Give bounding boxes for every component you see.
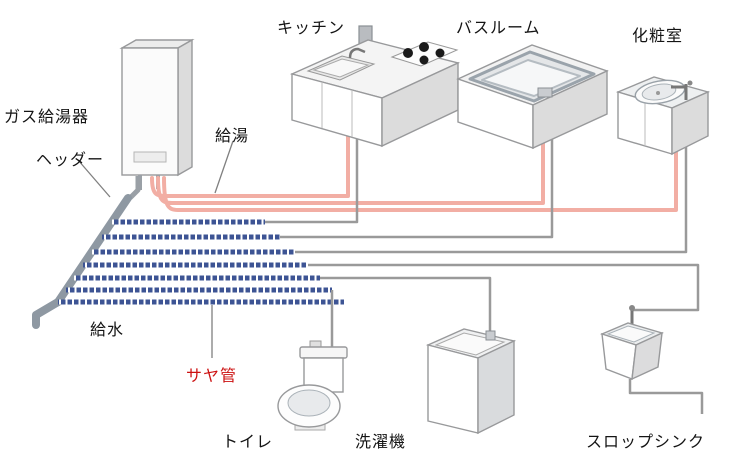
label-washing-machine: 洗濯機 [355,434,407,451]
cold-line-slop-sink [308,263,700,320]
label-bathroom: バスルーム [456,20,541,37]
header-drain-pipe [32,298,62,329]
label-sheath-pipe: サヤ管 [186,368,238,385]
burner-3 [419,55,429,65]
bathroom-unit [456,44,609,150]
gas-water-heater [119,38,195,190]
vanity-side [671,90,709,156]
slop-sink-unit [599,305,704,414]
cold-line-powder-room [295,104,688,254]
hot-water-pipes [150,62,678,212]
hot-pipe-powder-room [162,100,678,212]
burner-1 [403,48,413,58]
washbasin-drain [656,91,660,95]
bathtub-floor [481,59,581,97]
slop-sink-drain-pipe [628,379,704,414]
hot-water-pointer-line [214,140,234,194]
toilet-tank-lid [299,346,348,359]
washbasin-faucet-icon [671,84,688,100]
cold-line-washing-machine [320,276,492,336]
slop-sink-side [631,331,663,381]
label-kitchen: キッチン [277,20,346,37]
label-toilet: トイレ [222,434,274,451]
heater-panel [133,151,167,163]
stove-burners [403,42,445,65]
kitchen-sink-basin [312,58,370,78]
slop-sink-basin [606,325,656,343]
header-pointer-line [77,159,111,198]
label-powder-room: 化粧室 [632,28,684,45]
washing-machine-unit [425,328,517,435]
label-hot-water: 給湯 [215,128,250,145]
label-pointers [77,140,234,358]
washer-front [427,344,479,434]
washbasin-faucet-handle [687,80,693,86]
washer-side [477,339,515,435]
hot-pipe-bathroom [156,94,545,205]
washer-water-valve [485,330,496,341]
toilet-unit [277,340,348,431]
powder-room-unit [615,76,711,156]
slop-sink-faucet-handle [629,305,635,311]
kitchen-faucet-icon [348,47,366,59]
kitchen-stove-top [390,41,459,67]
label-cold-water: 給水 [90,322,125,339]
heater-to-header-pipe [128,176,141,200]
heater-side [177,38,193,177]
burner-2 [419,42,429,52]
cold-sheath-pipes [58,219,344,305]
toilet-seat-opening [287,389,331,417]
cold-line-bathroom [280,100,554,239]
label-header: ヘッダー [36,152,105,169]
label-gas-water-heater: ガス給湯器 [4,109,90,126]
label-slop-sink: スロップシンク [586,434,706,451]
kitchen-unit [289,25,461,148]
bathtub-faucet-icon [537,87,553,98]
burner-4 [435,48,445,58]
bathtub-side [532,69,608,150]
